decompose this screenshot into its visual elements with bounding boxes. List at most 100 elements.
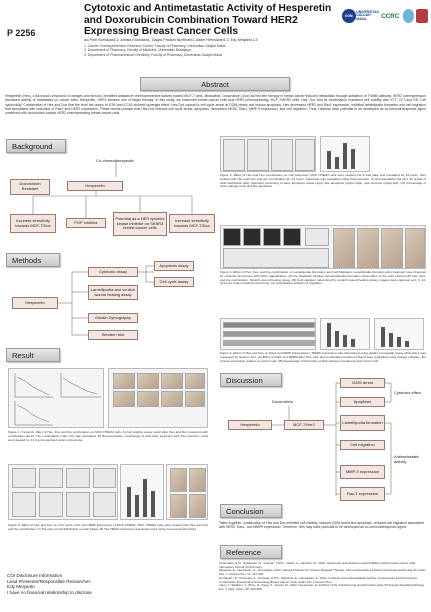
section-result: Result <box>6 348 60 362</box>
flow-plot-4 <box>93 492 116 517</box>
partner-logo-icon <box>402 9 415 23</box>
confocal-1 <box>223 228 241 246</box>
disc-g2m-box: G2/M arrest <box>340 378 385 388</box>
bg-cochemo-label: Co-chemotherapeutic <box>96 158 135 163</box>
bar-mmp9-4 <box>405 341 409 347</box>
section-reference: Reference <box>220 545 282 559</box>
ugm-seal-logo: UGM <box>342 9 356 23</box>
histogram-4 <box>93 468 116 488</box>
section-conclusion: Conclusion <box>220 504 282 518</box>
scratch-4 <box>405 228 425 268</box>
micrograph-5 <box>113 391 135 407</box>
poster-title: Cytotoxic and Antimetastatic Activity of… <box>84 3 332 37</box>
disc-migration-box: Cell migration <box>340 440 385 450</box>
micrograph-7 <box>161 391 183 407</box>
section-discussion: Discussion <box>220 373 282 387</box>
poster-id: P 2256 <box>7 28 36 38</box>
authors: Ika Putri Nurhayati1,2, Annisa Khumaira1… <box>84 38 258 42</box>
methods-zymography-box: Gelatin Zymography <box>88 313 138 323</box>
quant-chart-1 <box>305 228 329 246</box>
micrograph-3 <box>161 373 183 389</box>
bg-box-2: PGP inhibitor <box>66 218 106 228</box>
figure-6-histograms <box>8 464 118 520</box>
section-background: Background <box>6 139 66 153</box>
blot-band-2 <box>223 331 315 337</box>
disc-rac1-box: Rac-1 expression <box>340 487 385 501</box>
reference-1: Chairuddin, N.M., Susilowati, M., Yusman… <box>219 561 417 569</box>
methods-cytotoxic-box: Cytotoxic assay <box>88 267 138 277</box>
figure-4-bar-chart-2 <box>374 318 424 350</box>
micrograph-8 <box>185 391 205 407</box>
abstract-text: Hesperetin (Hes), a flavonoid compound i… <box>5 94 426 116</box>
migration-chart <box>223 248 329 268</box>
affiliation-3: 3. Department of Pharmaceutical Chemistr… <box>84 52 223 57</box>
ihc-image-2 <box>189 468 206 492</box>
bar-4 <box>151 491 155 517</box>
dot-plot-3 <box>271 139 293 171</box>
coi-line-1: Lead Presenter/Responsible Researcher: <box>7 578 92 584</box>
figure-3-caption: Figure 3. Effect of Hes, Dox, and the co… <box>220 270 426 286</box>
disc-lamellipodia-box: Lamellipodia formation <box>340 415 385 431</box>
figure-1-graphs <box>8 368 104 428</box>
dot-plot-1 <box>223 139 245 171</box>
bar-rac1-1 <box>327 323 331 347</box>
disc-cytotoxic-label: Cytotoxic effect <box>394 390 422 395</box>
affiliations: 1. Cancer Chemoprevention Research Cente… <box>84 44 346 57</box>
figure-6-bar-chart <box>120 464 164 520</box>
bar-b <box>335 157 339 169</box>
ihc-image-1 <box>170 468 187 492</box>
ihc-image-4 <box>189 494 206 518</box>
institution-logo-icon <box>416 9 428 23</box>
coi-heading: COI Disclosure Information <box>7 573 63 578</box>
bar-mmp9-2 <box>389 333 393 347</box>
methods-apoptosis-box: Apoptosis assay <box>154 261 194 271</box>
figure-1-caption: Figure 1. Cytotoxic effect of Hes, Dox a… <box>8 430 208 442</box>
ugm-name-logo: UNIVERSITAS GADJAH MADA <box>356 9 379 21</box>
dot-plot-2 <box>247 139 269 171</box>
affiliation-1: 1. Cancer Chemoprevention Research Cente… <box>84 44 226 48</box>
flow-plot-3 <box>66 492 90 517</box>
micrograph-6 <box>137 391 159 407</box>
figure-4-blots <box>220 318 316 350</box>
scratch-3 <box>381 228 403 268</box>
disc-apoptosis-box: Apoptosis <box>340 397 385 407</box>
figure-1-micrographs <box>108 368 208 428</box>
blot-band-1 <box>223 322 315 328</box>
disc-doxo-label: Doxorubicin <box>272 399 294 404</box>
flow-plot-2 <box>39 492 63 517</box>
flow-plot-1 <box>12 492 36 517</box>
figure-3-images <box>220 225 426 269</box>
histogram-2 <box>39 468 63 488</box>
figure-2-caption: Figure 2. Effect of Hes and Dox combinat… <box>220 173 426 189</box>
methods-hes-box: Hesperetin <box>12 297 58 309</box>
figure-1-line-plot-icon <box>14 373 101 426</box>
bar-a <box>327 151 331 169</box>
bar-rac1-4 <box>351 339 355 347</box>
micrograph-1 <box>113 373 135 389</box>
disc-antimeta-label: Antimetastatic activity <box>394 454 420 464</box>
section-methods: Methods <box>6 253 60 267</box>
bar-3 <box>143 479 147 517</box>
bar-d <box>351 149 355 169</box>
figure-6-caption: Figure 6. Effect of Hes and Dox on Cell … <box>8 523 208 531</box>
ccrc-logo: CCRC <box>381 12 400 20</box>
coi-line-3: I have no financial relationship to disc… <box>7 590 92 596</box>
coi-line-2: Edy Meiyanto <box>7 584 35 590</box>
blot-band-3 <box>223 340 315 346</box>
methods-western-box: Western blot <box>88 330 138 340</box>
micrograph-2 <box>137 373 159 389</box>
bg-hes-box: Hesperetin <box>67 181 123 191</box>
bar-rac1-3 <box>343 335 347 347</box>
reference-3: Nurhayati, I.P., Khumaira, A., Ilmawati,… <box>219 575 418 584</box>
dot-plot-4 <box>295 139 315 171</box>
reference-4: Yang, Y., Wolfram, J., Shen, H., Fang, X… <box>219 583 425 591</box>
bg-doxo-box: Doxorubicin Resistant <box>10 179 50 195</box>
affiliation-2: 2. Department of Pharmacy, Faculty of Me… <box>84 48 191 53</box>
figure-6-her2-panel <box>166 464 208 520</box>
micrograph-4 <box>185 373 205 389</box>
bg-box-4: Increase sensitivity towards MCF-7/Dox <box>169 214 215 233</box>
histogram-1 <box>12 468 36 488</box>
figure-4-caption: Figure 4. Effect of Hes and Dox on Rac1 … <box>220 351 426 363</box>
figure-2-bar-chart <box>320 136 370 172</box>
confocal-2 <box>243 228 261 246</box>
